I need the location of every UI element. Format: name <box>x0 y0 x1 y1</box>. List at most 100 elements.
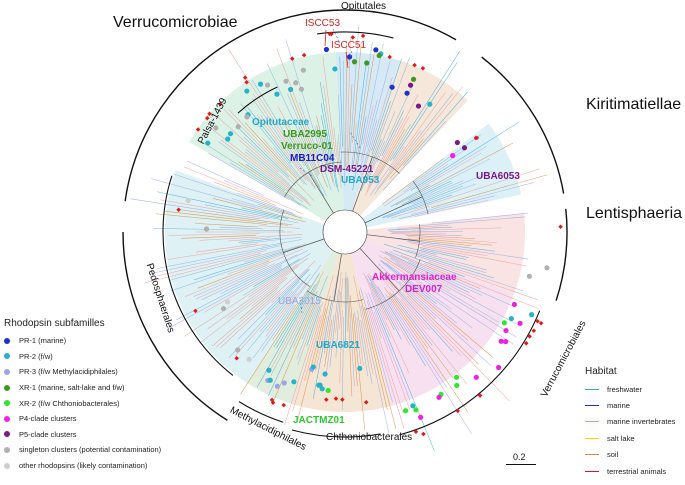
tree-branch <box>239 286 280 320</box>
tree-branch <box>322 56 336 157</box>
tree-branch <box>418 251 487 271</box>
tree-branch <box>277 106 310 165</box>
tree-branch <box>397 244 437 255</box>
sector-kiritimatiellae <box>351 60 468 216</box>
order-opitutales-label: Opitutales <box>341 1 387 12</box>
rhodopsin_legend-item-label: XR-2 (f/w Chthoniobacterales) <box>19 398 120 408</box>
tree-branch <box>365 292 382 339</box>
habitat-marker <box>527 334 532 339</box>
rhodopsin-marker <box>496 364 502 371</box>
class-verrucomicrobiae-label: Verrucomicrobiae <box>113 14 238 31</box>
tree-branch <box>253 258 301 287</box>
habitat-marker <box>193 308 198 314</box>
tree-branch <box>374 93 453 195</box>
rhodopsin-marker <box>415 103 422 109</box>
rhodopsin_legend-item: P4-clade clusters <box>4 411 161 427</box>
tree-branch <box>385 294 447 388</box>
rhodopsin_legend-item: PR-1 (marine) <box>4 333 161 349</box>
arc-verrucomicrobiales <box>399 310 541 436</box>
rhodopsin_legend-item-label: singleton clusters (potential contaminat… <box>19 445 162 455</box>
class-arcs <box>122 9 568 438</box>
tree-branch <box>224 180 304 215</box>
tree-branch <box>357 310 369 377</box>
tree-branch <box>364 111 396 184</box>
class-lentisphaeria-label: Lentisphaeria <box>586 205 683 222</box>
habitat_legend-swatch <box>585 421 599 423</box>
tree-branch <box>379 271 431 331</box>
tree-branch <box>400 286 479 365</box>
rhodopsin-marker <box>501 320 507 326</box>
tree-branch <box>143 253 261 284</box>
tree-branch <box>347 276 355 387</box>
habitat-marker <box>477 393 483 398</box>
tree-branch <box>375 307 435 452</box>
rhodopsin_legend-item-label: PR-2 (f/w) <box>19 351 53 361</box>
tree-branch <box>157 191 280 219</box>
tree-branch <box>368 292 411 401</box>
rhodopsin_legend-swatch <box>4 337 10 344</box>
rhodopsin_legend-item-label: P4-clade clusters <box>19 414 77 424</box>
tree-branch <box>217 116 279 173</box>
tree-branch <box>168 243 268 260</box>
rhodopsin-marker <box>373 47 379 53</box>
clade-jactmz01-label: JACTMZ01 <box>293 415 345 426</box>
tree-branch <box>363 272 410 374</box>
habitat-marker <box>538 320 544 326</box>
habitat-marker <box>473 135 479 141</box>
tree-branch <box>207 257 309 330</box>
tree-branch <box>252 264 322 359</box>
tree-branch <box>417 152 482 190</box>
tree-branch <box>297 296 323 366</box>
tree-branch <box>153 228 284 232</box>
rhodopsin-marker <box>410 76 417 82</box>
tree-branch <box>298 126 320 175</box>
tree-branch <box>407 236 497 243</box>
tree-branch <box>304 275 334 382</box>
tree-branch <box>258 225 300 229</box>
tree-branch <box>407 240 529 260</box>
tree-branch <box>194 223 259 228</box>
tree-branch <box>354 311 361 364</box>
tree-branch <box>320 103 337 188</box>
tree-branch <box>252 93 316 188</box>
rhodopsin-marker <box>220 305 227 312</box>
tree-branch <box>324 319 333 368</box>
tree-branch <box>368 272 411 346</box>
tree-branch <box>383 121 446 191</box>
tree-branch <box>386 194 453 218</box>
rhodopsin_legend-item-label: other rhodopsins (likely contamination) <box>19 461 148 471</box>
tree-branch <box>351 123 357 171</box>
tree-branch <box>273 146 305 185</box>
tree-branch <box>411 227 502 231</box>
tree-branch <box>235 290 294 356</box>
tree-branch <box>338 134 342 177</box>
tree-branch <box>390 257 451 292</box>
tree-branch <box>220 291 281 348</box>
iscc53-pointer <box>324 29 327 47</box>
class-kiritimatiellae-label: Kiritimatiellae <box>586 96 682 113</box>
tree-branch <box>395 142 514 206</box>
tree-branch <box>360 305 390 436</box>
habitat_legend-swatch <box>585 454 599 456</box>
tree-branch <box>265 282 307 337</box>
tree-branch <box>261 137 298 178</box>
tree-branch <box>384 251 470 293</box>
tree-branch <box>228 281 300 359</box>
arc-methylacidiphilales <box>238 401 284 423</box>
tree-branch <box>360 287 393 403</box>
internal-arc <box>284 161 342 198</box>
tree-branch <box>352 313 366 431</box>
tree-branch <box>240 285 311 395</box>
rhodopsin-marker <box>357 365 363 372</box>
label-connectors <box>299 28 361 314</box>
habitat-marker <box>289 56 295 61</box>
tree-branch <box>130 198 261 220</box>
tree-branch <box>240 103 307 186</box>
habitat-marker <box>269 397 275 403</box>
rhodopsin-marker <box>427 101 433 107</box>
tree-branch <box>299 102 319 156</box>
label-connector <box>349 131 361 149</box>
tree-branch <box>389 292 454 379</box>
tree-branch <box>406 295 510 402</box>
